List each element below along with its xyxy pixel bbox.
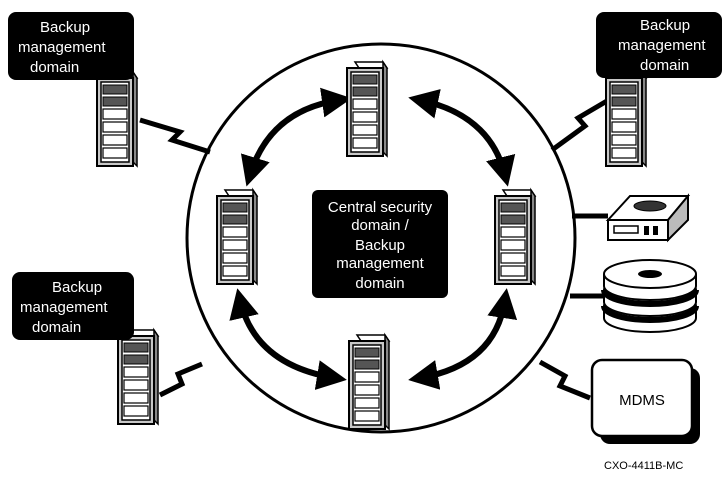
server-icon [216,189,258,285]
tape-drive-icon [605,193,691,243]
mdms-box-icon: MDMS [590,358,700,444]
top-right-domain-label: Backup management domain [596,12,722,78]
center-label-line: management [336,255,424,272]
link-mdms [538,359,591,401]
server-icon [494,189,536,285]
arrow-bottom-right [408,288,518,390]
arrow-left-top [240,87,352,187]
label-line: management [18,39,106,56]
server-icon [96,71,138,167]
center-label-line: Central security [328,199,433,216]
server-icon [605,71,647,167]
link-bottom-left [158,361,203,398]
label-line: domain [32,319,81,336]
label-line: management [20,299,108,316]
label-line: domain [30,59,79,76]
top-left-domain-label: Backup management domain [8,12,134,80]
label-line: Backup [640,17,690,34]
center-label-line: domain / [351,217,409,234]
center-label-line: Backup [355,237,405,254]
figure-code: CXO-4411B-MC [604,460,683,472]
label-line: management [618,37,706,54]
arrow-left-bottom [229,288,347,390]
label-line: domain [640,57,689,74]
arrow-top-right [408,89,516,187]
label-line: Backup [40,19,90,36]
server-icon [348,334,390,430]
disk-stack-icon [601,259,699,333]
label-line: Backup [52,279,102,296]
center-label-line: domain [355,275,404,292]
server-icon [117,329,159,425]
bottom-left-domain-label: Backup management domain [12,272,134,340]
link-top-left [139,117,211,155]
center-domain-label: Central security domain / Backup managem… [312,190,448,298]
server-icon [346,61,388,157]
mdms-label: MDMS [619,392,665,409]
link-top-right [550,95,614,153]
